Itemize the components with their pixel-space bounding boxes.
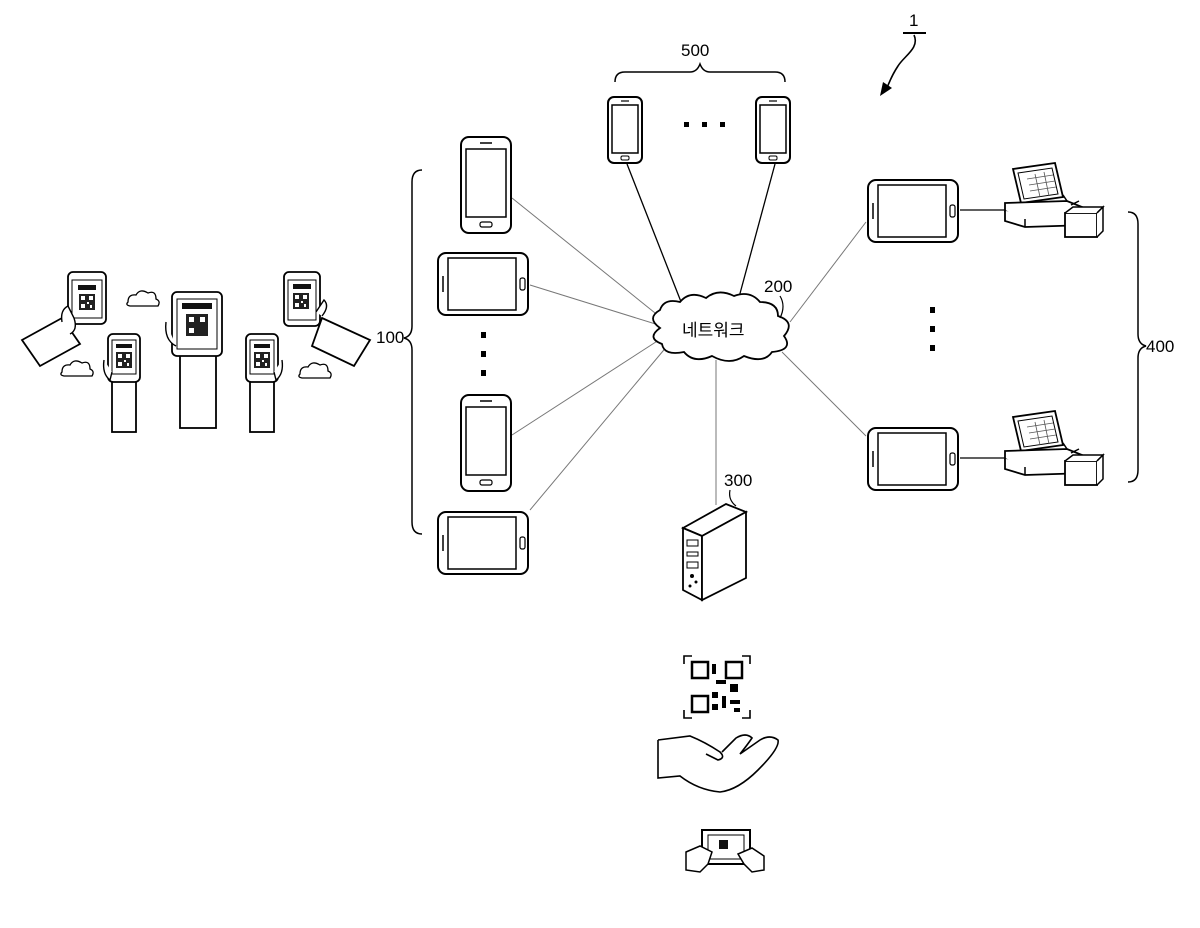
- cloud-icon: [127, 291, 159, 306]
- users-with-devices-illustration: [22, 272, 370, 432]
- terminal-group-100: 100: [376, 137, 528, 574]
- cloud-icon: [61, 361, 93, 376]
- ellipsis-400: [930, 307, 935, 351]
- hand-tablet-5: [284, 272, 370, 366]
- ellipsis-100: [481, 332, 486, 376]
- label-200: 200: [764, 277, 792, 296]
- label-400: 400: [1146, 337, 1174, 356]
- open-hand-icon: [658, 735, 778, 792]
- network-cloud: 네트워크 200: [653, 277, 792, 361]
- figure-ref-label: 1: [909, 11, 918, 30]
- terminal-group-500: 500: [608, 41, 790, 163]
- terminal-group-400: 400: [868, 163, 1174, 490]
- cloud-icon: [299, 363, 331, 378]
- phone-100-b: [438, 253, 528, 315]
- pos-register-b: [1005, 411, 1103, 485]
- figure-reference: 1: [880, 11, 926, 96]
- label-300: 300: [724, 471, 752, 490]
- label-100: 100: [376, 328, 404, 347]
- qr-code-illustration: [684, 656, 750, 718]
- hand-phone-2: [104, 334, 140, 432]
- ellipsis-500: [684, 122, 725, 127]
- hand-phone-4: [246, 334, 282, 432]
- pos-tablet-b: [868, 428, 958, 490]
- label-500: 500: [681, 41, 709, 60]
- phone-100-a: [461, 137, 511, 233]
- tablet-in-hands-icon: [686, 830, 764, 872]
- phone-100-d: [438, 512, 528, 574]
- phone-500-b: [756, 97, 790, 163]
- pos-register-a: [1005, 163, 1103, 237]
- phone-100-c: [461, 395, 511, 491]
- hand-tablet-3: [166, 292, 222, 428]
- pos-tablet-a: [868, 180, 958, 242]
- hand-tablet-1: [22, 272, 106, 366]
- network-text: 네트워크: [682, 321, 745, 340]
- phone-500-a: [608, 97, 642, 163]
- server-300: 300: [683, 471, 752, 600]
